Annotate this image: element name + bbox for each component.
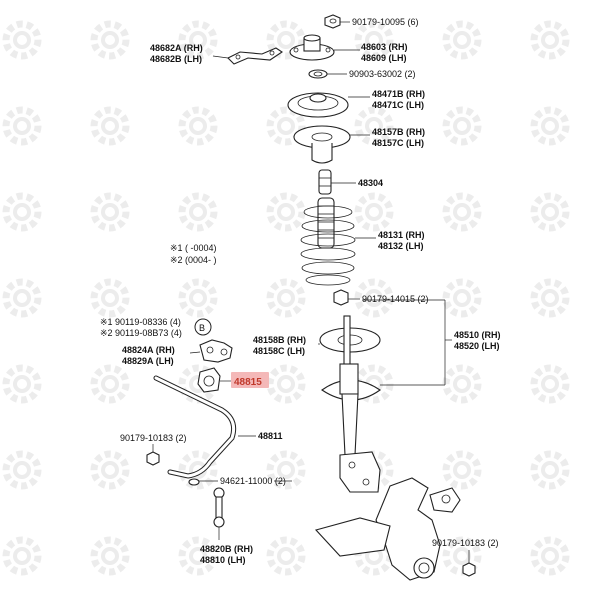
label-90119-08b73[interactable]: ※2 90119-08B73 (4)	[100, 328, 182, 338]
watermark-gear-icon	[90, 106, 130, 146]
watermark-gear-icon	[178, 192, 218, 232]
watermark-gear-icon	[530, 536, 570, 576]
reference-b-marker: B	[194, 318, 212, 336]
label-48471b[interactable]: 48471B (RH)	[372, 89, 425, 99]
watermark-gear-icon	[178, 106, 218, 146]
watermark-gear-icon	[354, 106, 394, 146]
watermark-gear-icon	[90, 278, 130, 318]
watermark-gear-icon	[354, 192, 394, 232]
label-48510[interactable]: 48510 (RH)	[454, 330, 501, 340]
label-90179-10183-right[interactable]: 90179-10183 (2)	[432, 538, 499, 548]
seal-part[interactable]	[308, 69, 328, 79]
bound-stopper-part[interactable]	[318, 169, 332, 195]
label-94621-11000[interactable]: 94621-11000 (2)	[220, 476, 286, 486]
watermark-gear-icon	[354, 278, 394, 318]
label-48157b[interactable]: 48157B (RH)	[372, 127, 425, 137]
label-48829a[interactable]: 48829A (LH)	[122, 356, 174, 366]
watermark-gear-icon	[530, 106, 570, 146]
svg-text:B: B	[199, 323, 205, 333]
watermark-gear-icon	[530, 20, 570, 60]
label-48304[interactable]: 48304	[358, 178, 383, 188]
stabilizer-bar-part[interactable]	[153, 375, 237, 479]
upper-spring-seat-part[interactable]	[287, 92, 349, 118]
label-48820b[interactable]: 48820B (RH)	[200, 544, 253, 554]
label-48158c[interactable]: 48158C (LH)	[253, 346, 305, 356]
svg-text:48815: 48815	[234, 377, 262, 388]
top-nut-part[interactable]	[324, 14, 341, 29]
knuckle-nut-right-part[interactable]	[462, 562, 476, 577]
note-2-mark: ※2	[170, 255, 183, 265]
watermark-gear-icon	[178, 536, 218, 576]
watermark-gear-icon	[442, 20, 482, 60]
watermark-gear-icon	[442, 192, 482, 232]
watermark-gear-icon	[266, 106, 306, 146]
watermark-gear-icon	[178, 20, 218, 60]
label-48157c[interactable]: 48157C (LH)	[372, 138, 424, 148]
watermark-gear-icon	[2, 536, 42, 576]
stabilizer-link-part[interactable]	[213, 487, 225, 528]
watermark-gear-icon	[90, 536, 130, 576]
label-48603[interactable]: 48603 (RH)	[361, 42, 408, 52]
watermark-gear-icon	[90, 364, 130, 404]
watermark-gear-icon	[90, 450, 130, 490]
watermark-gear-icon	[442, 450, 482, 490]
watermark-gear-icon	[2, 192, 42, 232]
watermark-gear-icon	[354, 20, 394, 60]
label-48132[interactable]: 48132 (LH)	[378, 241, 424, 251]
stabilizer-bracket-part[interactable]	[199, 339, 233, 363]
stabilizer-nut-left-part[interactable]	[146, 451, 160, 466]
watermark-gear-icon	[178, 278, 218, 318]
label-48158b[interactable]: 48158B (RH)	[253, 335, 306, 345]
watermark-gear-icon	[530, 192, 570, 232]
note-2-range: (0004- )	[185, 255, 217, 265]
label-48824a[interactable]: 48824A (RH)	[122, 345, 175, 355]
note-1-range: ( -0004)	[185, 243, 217, 253]
stabilizer-bushing-part[interactable]	[197, 367, 221, 393]
label-48609[interactable]: 48609 (LH)	[361, 53, 407, 63]
label-48520[interactable]: 48520 (LH)	[454, 341, 500, 351]
watermark-gear-icon	[266, 450, 306, 490]
spring-upper-insulator-part[interactable]	[293, 125, 351, 164]
watermark-gear-icon	[266, 536, 306, 576]
watermark-gear-icon	[266, 278, 306, 318]
strut-mount-support-part[interactable]	[289, 34, 335, 61]
watermark-gear-icon	[2, 106, 42, 146]
label-48682a[interactable]: 48682A (RH)	[150, 43, 203, 53]
stabilizer-bolt-part[interactable]	[188, 478, 200, 486]
watermark-gear-icon	[2, 450, 42, 490]
watermark-gear-icon	[2, 20, 42, 60]
coil-spring-part[interactable]	[300, 197, 356, 286]
watermark-gear-icon	[2, 364, 42, 404]
watermark-gear-icon	[266, 20, 306, 60]
label-48131[interactable]: 48131 (RH)	[378, 230, 425, 240]
label-48811[interactable]: 48811	[258, 431, 283, 441]
label-48810[interactable]: 48810 (LH)	[200, 555, 246, 565]
watermark-gear-icon	[442, 106, 482, 146]
strut-nut-part[interactable]	[333, 289, 349, 306]
watermark-gear-icon	[266, 192, 306, 232]
highlighted-part-48815[interactable]: 48815	[231, 372, 269, 388]
bracket-48682-part[interactable]	[227, 47, 283, 65]
shock-absorber-part[interactable]	[321, 315, 381, 493]
watermark-gear-icon	[442, 364, 482, 404]
watermark-gear-icon	[2, 278, 42, 318]
watermark-gear-icon	[266, 364, 306, 404]
watermark-gear-icon	[442, 278, 482, 318]
label-90119-08336[interactable]: ※1 90119-08336 (4)	[100, 317, 181, 327]
watermark-gear-icon	[90, 20, 130, 60]
label-48471c[interactable]: 48471C (LH)	[372, 100, 424, 110]
watermark-gear-icon	[530, 364, 570, 404]
steering-knuckle-part	[314, 477, 461, 581]
label-90179-14015[interactable]: 90179-14015 (2)	[362, 294, 429, 304]
label-90179-10095[interactable]: 90179-10095 (6)	[352, 17, 419, 27]
watermark-gear-icon	[90, 192, 130, 232]
watermark-gear-icon	[530, 450, 570, 490]
label-48682b[interactable]: 48682B (LH)	[150, 54, 202, 64]
label-90179-10183-left[interactable]: 90179-10183 (2)	[120, 433, 187, 443]
watermark-gear-icon	[530, 278, 570, 318]
label-90903-63002[interactable]: 90903-63002 (2)	[349, 69, 416, 79]
note-1-mark: ※1	[170, 243, 183, 253]
